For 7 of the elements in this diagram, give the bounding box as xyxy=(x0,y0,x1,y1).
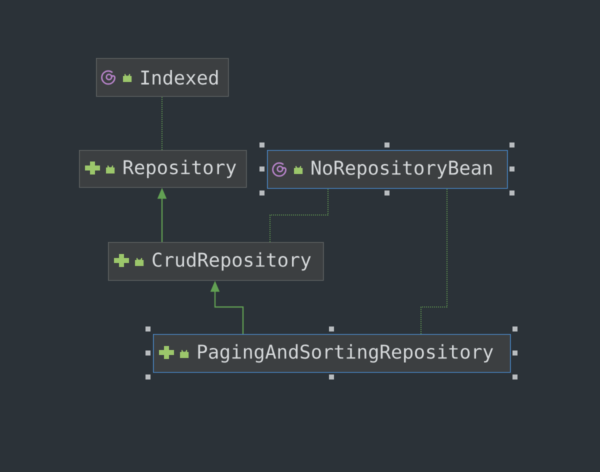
class-box: PagingAndSortingRepository xyxy=(153,334,511,373)
class-box: Indexed xyxy=(96,58,229,97)
dotted-connector xyxy=(270,188,328,242)
dotted-connector xyxy=(420,188,448,334)
class-box: Repository xyxy=(79,150,247,188)
class-box: CrudRepository xyxy=(108,242,324,281)
class-box: NoRepositoryBean xyxy=(267,150,508,189)
